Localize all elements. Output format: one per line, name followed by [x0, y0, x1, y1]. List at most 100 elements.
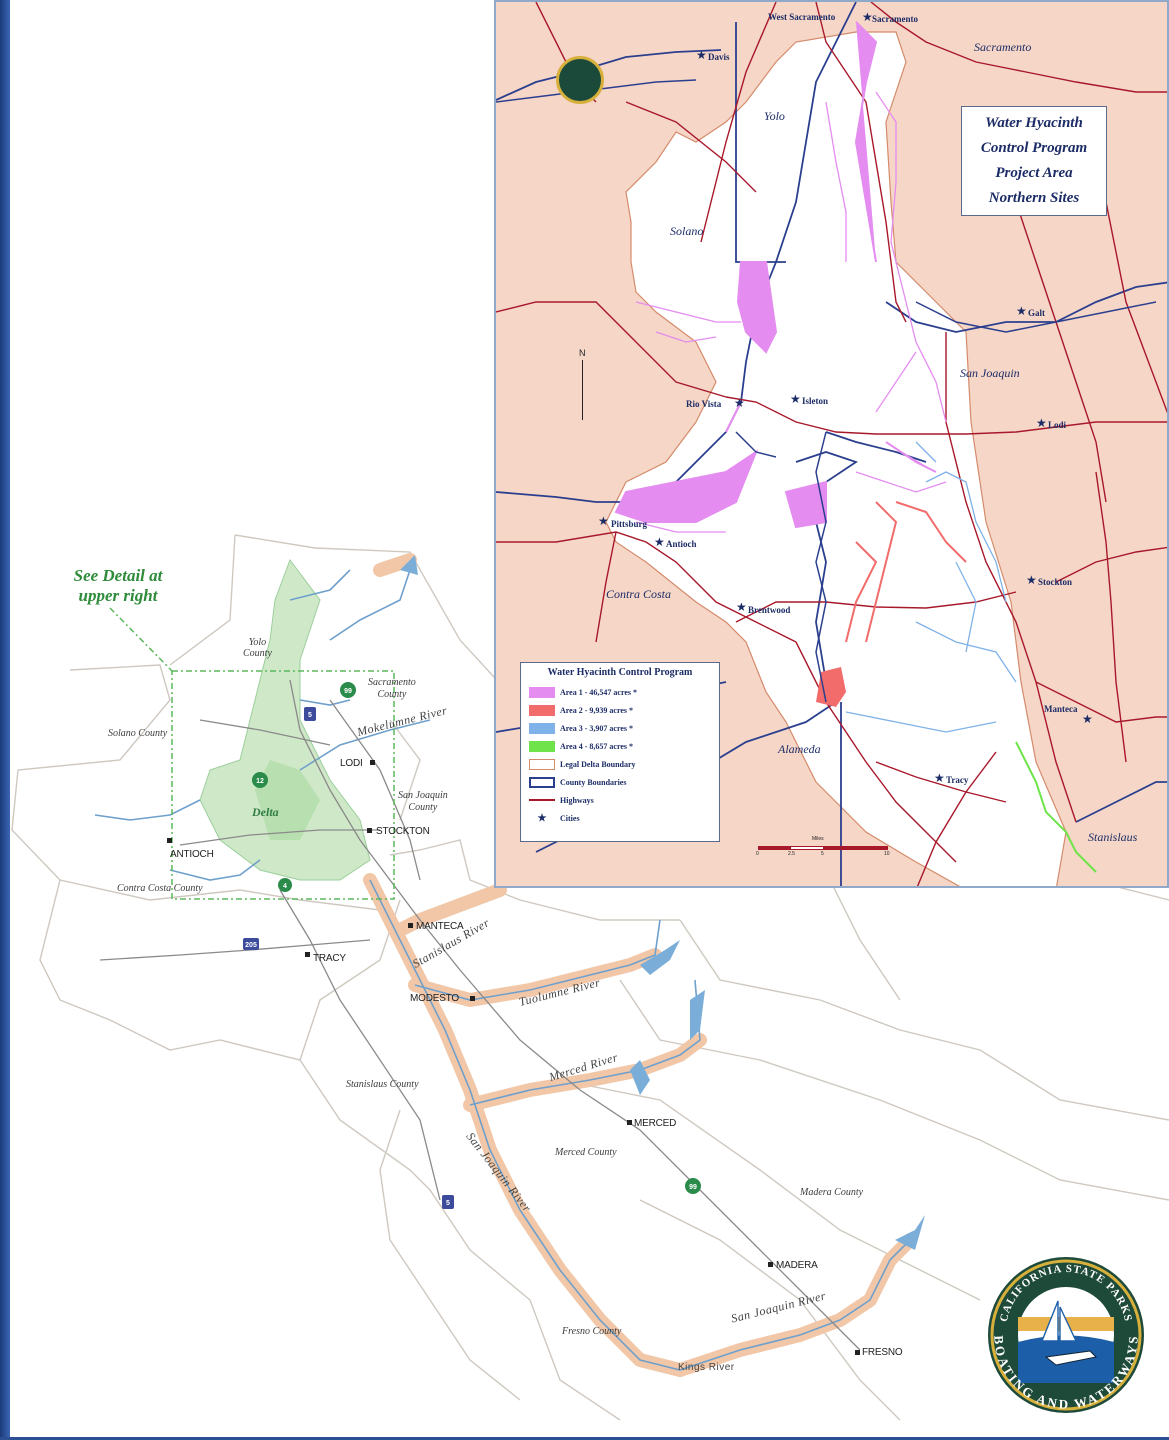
- legend-row-area1: Area 1 - 46,547 acres *: [529, 683, 711, 701]
- inset-title: Water Hyacinth Control Program Project A…: [961, 106, 1107, 216]
- city-merced: MERCED: [634, 1118, 677, 1129]
- shield-4-icon: [278, 878, 292, 892]
- shield-5-text: 5: [308, 712, 312, 719]
- area1-channels: [635, 91, 947, 533]
- shield-205-icon: [243, 938, 259, 950]
- legend-label-highways: Highways: [560, 795, 594, 805]
- legend-row-cities: ★Cities: [529, 809, 711, 827]
- inset-title-line1: Water Hyacinth: [985, 115, 1083, 131]
- legend-row-county: County Boundaries: [529, 773, 711, 791]
- reservoirs: [400, 555, 925, 1250]
- star-brentwood-icon: ★: [736, 600, 747, 614]
- logo-powerboat-icon: [1044, 1350, 1098, 1366]
- county-label-yolo: Yolo County: [243, 637, 272, 659]
- legend-label-area2: Area 2 - 9,939 acres *: [560, 705, 634, 715]
- legend: Water Hyacinth Control Program Area 1 - …: [520, 662, 720, 842]
- legend-row-highways: Highways: [529, 791, 711, 809]
- county-sac-l1: Sacramento: [368, 677, 416, 688]
- county-label-sanjoaquin: San Joaquin County: [398, 790, 448, 814]
- disclaimer-text: ​: [520, 844, 748, 848]
- county-sac-l2: County: [377, 689, 407, 700]
- legend-label-area3: Area 3 - 3,907 acres *: [560, 723, 634, 733]
- see-detail-line1: See Detail at: [73, 566, 163, 585]
- swatch-highway: [529, 799, 555, 801]
- shield-99-icon: [340, 682, 356, 698]
- star-antioch-icon: ★: [654, 535, 665, 549]
- scale-tick-3: 10: [884, 851, 890, 857]
- legend-label-area4: Area 4 - 8,657 acres *: [560, 741, 634, 751]
- inset-county-yolo: Yolo: [764, 109, 785, 123]
- county-sj-l1: San Joaquin: [398, 790, 448, 801]
- shield-205-text: 205: [245, 942, 257, 949]
- legend-row-area3: Area 3 - 3,907 acres *: [529, 719, 711, 737]
- inset-city-antioch: Antioch: [666, 539, 697, 549]
- swatch-area4: [529, 740, 555, 752]
- inset-city-brentwood: Brentwood: [748, 605, 791, 615]
- see-detail-line2: upper right: [78, 586, 158, 605]
- legend-label-delta: Legal Delta Boundary: [560, 759, 636, 769]
- star-riovista-icon: ★: [734, 396, 745, 410]
- shield-99-text: 99: [344, 688, 352, 695]
- inset-logo-icon: [556, 56, 604, 104]
- inset-svg: [496, 2, 1167, 886]
- detail-leader: [109, 607, 173, 672]
- swatch-county: [529, 776, 555, 788]
- star-tracy-icon: ★: [934, 771, 945, 785]
- inset-county-stanislaus: Stanislaus: [1088, 830, 1138, 844]
- area2-blob: [816, 667, 846, 707]
- county-yolo-l2: County: [243, 648, 272, 659]
- swatch-area2: [529, 704, 555, 716]
- logo-sail2-icon: [1059, 1306, 1078, 1342]
- swatch-area3: [529, 722, 555, 734]
- inset-city-stockton: Stockton: [1038, 577, 1073, 587]
- swatch-star-icon: ★: [537, 812, 547, 824]
- inset-city-sacramento: Sacramento: [872, 14, 918, 24]
- north-label: N: [579, 348, 586, 358]
- county-sj-l2: County: [408, 802, 438, 813]
- scale-tick-2: 5: [821, 851, 824, 857]
- star-lodi-icon: ★: [1036, 416, 1047, 430]
- legend-row-area4: Area 4 - 8,657 acres *: [529, 737, 711, 755]
- inset-title-line4: Northern Sites: [988, 190, 1080, 206]
- city-stockton: STOCKTON: [376, 826, 430, 837]
- scale-tick-1: 2.5: [788, 851, 795, 857]
- legend-title: Water Hyacinth Control Program: [547, 667, 693, 678]
- county-label-fresno: Fresno County: [562, 1326, 622, 1337]
- inset-map: Water Hyacinth Control Program Project A…: [494, 0, 1169, 888]
- county-label-stanislaus: Stanislaus County: [346, 1079, 419, 1090]
- area4-sites: [1015, 741, 1097, 873]
- star-sacramento-icon: ★: [862, 10, 873, 24]
- inset-city-manteca: Manteca: [1044, 704, 1078, 714]
- area1-sites: [614, 21, 937, 529]
- scale-tick-0: 0: [756, 851, 759, 857]
- inset-city-tracy: Tracy: [946, 775, 969, 785]
- north-arrow-icon: N: [579, 348, 586, 420]
- swatch-area1: [529, 686, 555, 698]
- delta-label: Delta: [252, 805, 279, 819]
- inset-title-line2: Control Program: [980, 140, 1088, 156]
- shield-12-text: 12: [256, 778, 264, 785]
- logo-gold-ring: [990, 1259, 1142, 1411]
- star-isleton-icon: ★: [790, 392, 801, 406]
- bottom-edge-bar: [0, 1437, 1169, 1440]
- logo-sail-icon: [1040, 1300, 1059, 1342]
- shield-5b-text: 5: [446, 1200, 450, 1207]
- legal-delta-region: [605, 31, 1067, 886]
- north-arrow-shaft: [582, 360, 583, 420]
- inset-city-westsacramento: West Sacramento: [768, 12, 836, 22]
- scale-bar: Miles 0 2.5 5 10: [756, 836, 890, 857]
- star-stockton-icon: ★: [1026, 573, 1037, 587]
- star-galt-icon: ★: [1016, 304, 1027, 318]
- legend-label-county: County Boundaries: [560, 777, 627, 787]
- inset-city-galt: Galt: [1028, 308, 1045, 318]
- boating-waterways-logo: CALIFORNIA STATE PARKS BOATING AND WATER…: [988, 1257, 1144, 1413]
- city-manteca: MANTECA: [416, 921, 464, 932]
- inset-county-sacramento: Sacramento: [974, 40, 1032, 54]
- inset-title-line3: Project Area: [995, 165, 1073, 181]
- legend-row-delta: Legal Delta Boundary: [529, 755, 711, 773]
- inset-city-pittsburg: Pittsburg: [611, 519, 647, 529]
- scale-label: Miles: [812, 836, 824, 842]
- star-davis-icon: ★: [696, 48, 707, 62]
